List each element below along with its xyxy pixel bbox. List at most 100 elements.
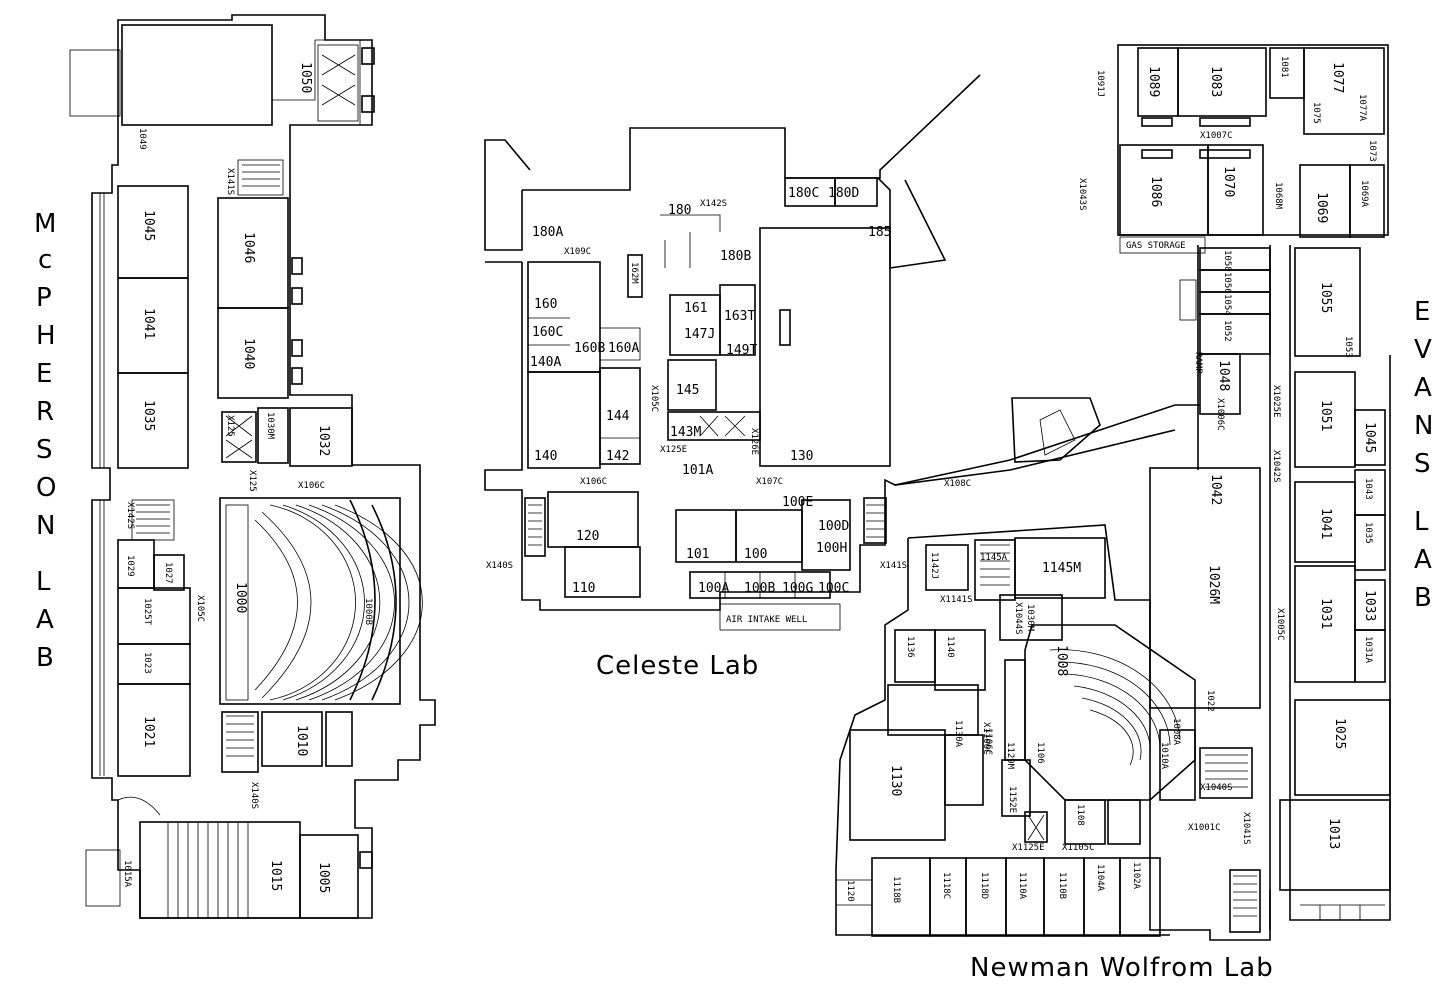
- corridor-label: X125: [225, 415, 235, 437]
- room-label: 1015A: [122, 860, 132, 888]
- room-label: 1041: [141, 308, 156, 339]
- celeste-lab-plan: [484, 74, 1200, 631]
- area-label: AIR INTAKE WELL: [726, 615, 807, 625]
- room-label: 1118B: [891, 876, 901, 903]
- building-name-celeste: Celeste Lab: [596, 651, 759, 681]
- room-label: 1031: [1318, 598, 1333, 629]
- corridor-label: X1042S: [1271, 450, 1281, 483]
- room-label: 185: [868, 225, 891, 240]
- room-label: 1046: [241, 232, 256, 263]
- room-label: 1104A: [1095, 864, 1105, 892]
- room-label: 1052: [1222, 320, 1232, 342]
- building-letter: H: [36, 321, 56, 351]
- corridor-label: X1125E: [1012, 843, 1045, 853]
- room-label: 1145M: [1042, 561, 1081, 576]
- room-label: 120: [576, 529, 599, 544]
- room-label: 1000: [233, 582, 248, 613]
- room-label: 1032: [316, 425, 331, 456]
- room-label: 1120: [845, 880, 855, 902]
- corridor-label: X105C: [195, 595, 205, 622]
- room-label: 180B: [720, 249, 751, 264]
- room-label: 100B: [744, 581, 775, 596]
- corridor-label: X1006C: [1215, 398, 1225, 431]
- room-label: 100E: [782, 495, 813, 510]
- room-label: 100C: [818, 581, 849, 596]
- room-label: 1152E: [1007, 786, 1017, 813]
- room-label: 143M: [670, 425, 701, 440]
- room-label: 160A: [608, 341, 639, 356]
- room-label: 100A: [698, 581, 729, 596]
- room-label: 163T: [724, 309, 755, 324]
- room-label: 1040: [241, 338, 256, 369]
- corridor-label: X1043S: [1077, 178, 1087, 211]
- room-label: 100D: [818, 519, 849, 534]
- room-label: 1058: [1222, 250, 1232, 272]
- room-label: 1048: [1216, 360, 1231, 391]
- room-label: 1021: [141, 716, 156, 747]
- room-label: 1005: [316, 862, 331, 893]
- room-label: 1083: [1208, 66, 1223, 97]
- room-label: 180C: [788, 186, 819, 201]
- room-label: 1110A: [1017, 872, 1027, 900]
- room-label: 1049: [137, 128, 147, 150]
- room-label: 1129M: [1005, 742, 1015, 770]
- room-label: 144: [606, 409, 630, 424]
- corridor-label: X1007C: [1200, 131, 1233, 141]
- building-letter: O: [36, 473, 56, 503]
- room-label: 1136: [905, 636, 915, 658]
- room-label: 1068M: [1273, 182, 1283, 210]
- building-letter: A: [36, 605, 54, 635]
- room-label: 1010: [294, 725, 309, 756]
- building-letter: V: [1414, 335, 1432, 365]
- room-label: 1035: [141, 400, 156, 431]
- room-label: 1030M: [265, 412, 275, 440]
- room-label: 140A: [530, 355, 561, 370]
- corridor-label: X140S: [486, 561, 513, 571]
- room-label: 160B: [574, 341, 605, 356]
- room-label: 1118C: [941, 872, 951, 899]
- room-label: 1051: [1318, 400, 1333, 431]
- room-label: 1008A: [1171, 718, 1181, 746]
- corridor-label: X1025E: [1271, 385, 1281, 418]
- room-label: 1010A: [1159, 742, 1169, 770]
- building-name-evans: E V A N S L A B: [1414, 297, 1433, 613]
- corridor-label: X140S: [249, 782, 259, 809]
- room-label: 142: [606, 449, 629, 464]
- room-label: 1070: [1221, 166, 1236, 197]
- room-label: 1091J: [1095, 70, 1105, 97]
- corridor-label: X106C: [580, 477, 607, 487]
- room-label: 1025: [1332, 718, 1347, 749]
- room-label: 1142J: [929, 552, 939, 579]
- building-letter: B: [1414, 583, 1432, 613]
- corridor-label: X141S: [880, 561, 907, 571]
- room-label: 1025T: [142, 598, 152, 626]
- area-label: RAMP: [1193, 352, 1203, 374]
- room-label: 145: [676, 383, 699, 398]
- corridor-label: X1106C: [981, 722, 991, 755]
- room-label: 1008: [1054, 645, 1069, 676]
- room-label: 1106: [1035, 742, 1045, 764]
- room-label: 1130A: [953, 720, 963, 748]
- building-name-newman-wolfrom: Newman Wolfrom Lab: [970, 953, 1274, 983]
- building-letter: A: [1414, 545, 1432, 575]
- room-label: 1031A: [1363, 636, 1373, 664]
- room-label: 110: [572, 581, 595, 596]
- corridor-label: X105C: [649, 385, 659, 412]
- corridor-label: X142S: [700, 199, 727, 209]
- room-label: 100H: [816, 541, 847, 556]
- corridor-label: X126E: [749, 428, 759, 455]
- room-label: 1043: [1363, 478, 1373, 500]
- room-label: 130: [790, 449, 813, 464]
- room-label: 1022: [1205, 690, 1215, 712]
- corridor-label: X125E: [660, 445, 687, 455]
- room-label: 1054: [1222, 294, 1232, 316]
- room-label: 161: [684, 301, 707, 316]
- room-label: 1145A: [980, 553, 1008, 563]
- building-letter: B: [36, 643, 54, 673]
- building-letter: N: [36, 511, 55, 541]
- room-label: 1108: [1075, 804, 1085, 826]
- room-label: 1073: [1367, 140, 1377, 162]
- room-label: 1106C: [983, 728, 993, 755]
- room-label: 1050: [298, 62, 313, 93]
- corridor-label: X1141S: [940, 595, 973, 605]
